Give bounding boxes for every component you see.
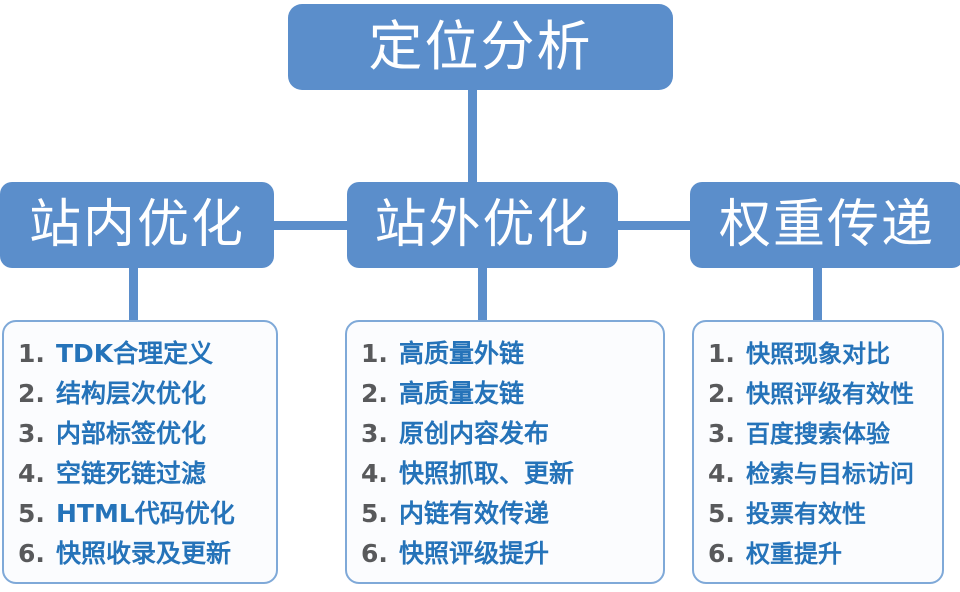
list-item-label: 快照抓取、更新	[399, 459, 575, 488]
list-item-label: 权重提升	[746, 540, 842, 568]
list-item[interactable]: 3. 原创内容发布	[361, 414, 663, 454]
node-branch-weight[interactable]: 权重传递	[690, 182, 960, 268]
list-item-number: 6.	[361, 539, 388, 568]
list-item[interactable]: 5. 投票有效性	[708, 494, 942, 534]
list-onsite: 1. TDK合理定义 2. 结构层次优化 3. 内部标签优化 4. 空链死链过滤…	[18, 334, 276, 574]
connector-weight-to-panel	[813, 266, 822, 324]
list-item-label: 高质量友链	[399, 379, 525, 408]
node-branch-onsite[interactable]: 站内优化	[0, 182, 274, 268]
list-item-number: 1.	[361, 339, 388, 368]
list-item-label: 快照评级有效性	[746, 380, 914, 408]
list-item-number: 5.	[18, 499, 45, 528]
node-root-label: 定位分析	[368, 15, 593, 78]
list-item[interactable]: 1. TDK合理定义	[18, 334, 276, 374]
connector-offsite-to-panel	[478, 266, 487, 324]
node-branch-weight-label: 权重传递	[718, 195, 935, 255]
list-item-label: 投票有效性	[746, 500, 866, 528]
list-item-number: 4.	[18, 459, 45, 488]
list-item-label: 结构层次优化	[56, 379, 207, 408]
panel-onsite-items: 1. TDK合理定义 2. 结构层次优化 3. 内部标签优化 4. 空链死链过滤…	[2, 320, 278, 584]
list-item-label: 百度搜索体验	[746, 420, 890, 448]
list-item-number: 1.	[18, 339, 45, 368]
list-item-number: 5.	[361, 499, 388, 528]
list-item-label: 原创内容发布	[399, 419, 550, 448]
list-item-number: 2.	[361, 379, 388, 408]
list-item-label: 检索与目标访问	[746, 460, 914, 488]
list-item-label: 快照现象对比	[746, 340, 890, 368]
node-branch-onsite-label: 站内优化	[28, 195, 245, 255]
list-item[interactable]: 2. 结构层次优化	[18, 374, 276, 414]
node-root-positioning-analysis[interactable]: 定位分析	[288, 4, 673, 90]
list-item-number: 6.	[18, 539, 45, 568]
connector-onsite-to-panel	[129, 266, 138, 324]
list-offsite: 1. 高质量外链 2. 高质量友链 3. 原创内容发布 4. 快照抓取、更新 5…	[361, 334, 663, 574]
list-item[interactable]: 5. HTML代码优化	[18, 494, 276, 534]
connector-onsite-to-offsite	[270, 221, 350, 230]
list-item-number: 6.	[708, 539, 735, 568]
list-item-label: HTML代码优化	[56, 499, 235, 528]
list-item-number: 3.	[708, 419, 735, 448]
list-item-label: 内部标签优化	[56, 419, 207, 448]
node-branch-offsite-label: 站外优化	[374, 195, 591, 255]
list-item-label: 空链死链过滤	[56, 459, 207, 488]
list-item[interactable]: 3. 百度搜索体验	[708, 414, 942, 454]
list-item-number: 2.	[708, 379, 735, 408]
list-item[interactable]: 2. 高质量友链	[361, 374, 663, 414]
list-item[interactable]: 5. 内链有效传递	[361, 494, 663, 534]
list-item[interactable]: 4. 空链死链过滤	[18, 454, 276, 494]
list-item-number: 5.	[708, 499, 735, 528]
list-item[interactable]: 4. 检索与目标访问	[708, 454, 942, 494]
list-item-label: 快照收录及更新	[56, 539, 232, 568]
list-item[interactable]: 6. 权重提升	[708, 534, 942, 574]
node-branch-offsite[interactable]: 站外优化	[347, 182, 618, 268]
panel-offsite-items: 1. 高质量外链 2. 高质量友链 3. 原创内容发布 4. 快照抓取、更新 5…	[345, 320, 665, 584]
list-weight: 1. 快照现象对比 2. 快照评级有效性 3. 百度搜索体验 4. 检索与目标访…	[708, 334, 942, 574]
list-item-number: 2.	[18, 379, 45, 408]
list-item[interactable]: 6. 快照收录及更新	[18, 534, 276, 574]
list-item-label: TDK合理定义	[56, 339, 214, 368]
panel-weight-items: 1. 快照现象对比 2. 快照评级有效性 3. 百度搜索体验 4. 检索与目标访…	[692, 320, 944, 584]
list-item[interactable]: 4. 快照抓取、更新	[361, 454, 663, 494]
list-item[interactable]: 1. 高质量外链	[361, 334, 663, 374]
list-item-number: 3.	[361, 419, 388, 448]
list-item[interactable]: 1. 快照现象对比	[708, 334, 942, 374]
list-item[interactable]: 3. 内部标签优化	[18, 414, 276, 454]
list-item-label: 内链有效传递	[399, 499, 550, 528]
connector-root-to-offsite	[468, 88, 477, 184]
list-item-number: 3.	[18, 419, 45, 448]
connector-offsite-to-weight	[614, 221, 693, 230]
list-item-label: 高质量外链	[399, 339, 525, 368]
list-item[interactable]: 6. 快照评级提升	[361, 534, 663, 574]
list-item[interactable]: 2. 快照评级有效性	[708, 374, 942, 414]
list-item-label: 快照评级提升	[399, 539, 550, 568]
list-item-number: 1.	[708, 339, 735, 368]
list-item-number: 4.	[361, 459, 388, 488]
list-item-number: 4.	[708, 459, 735, 488]
